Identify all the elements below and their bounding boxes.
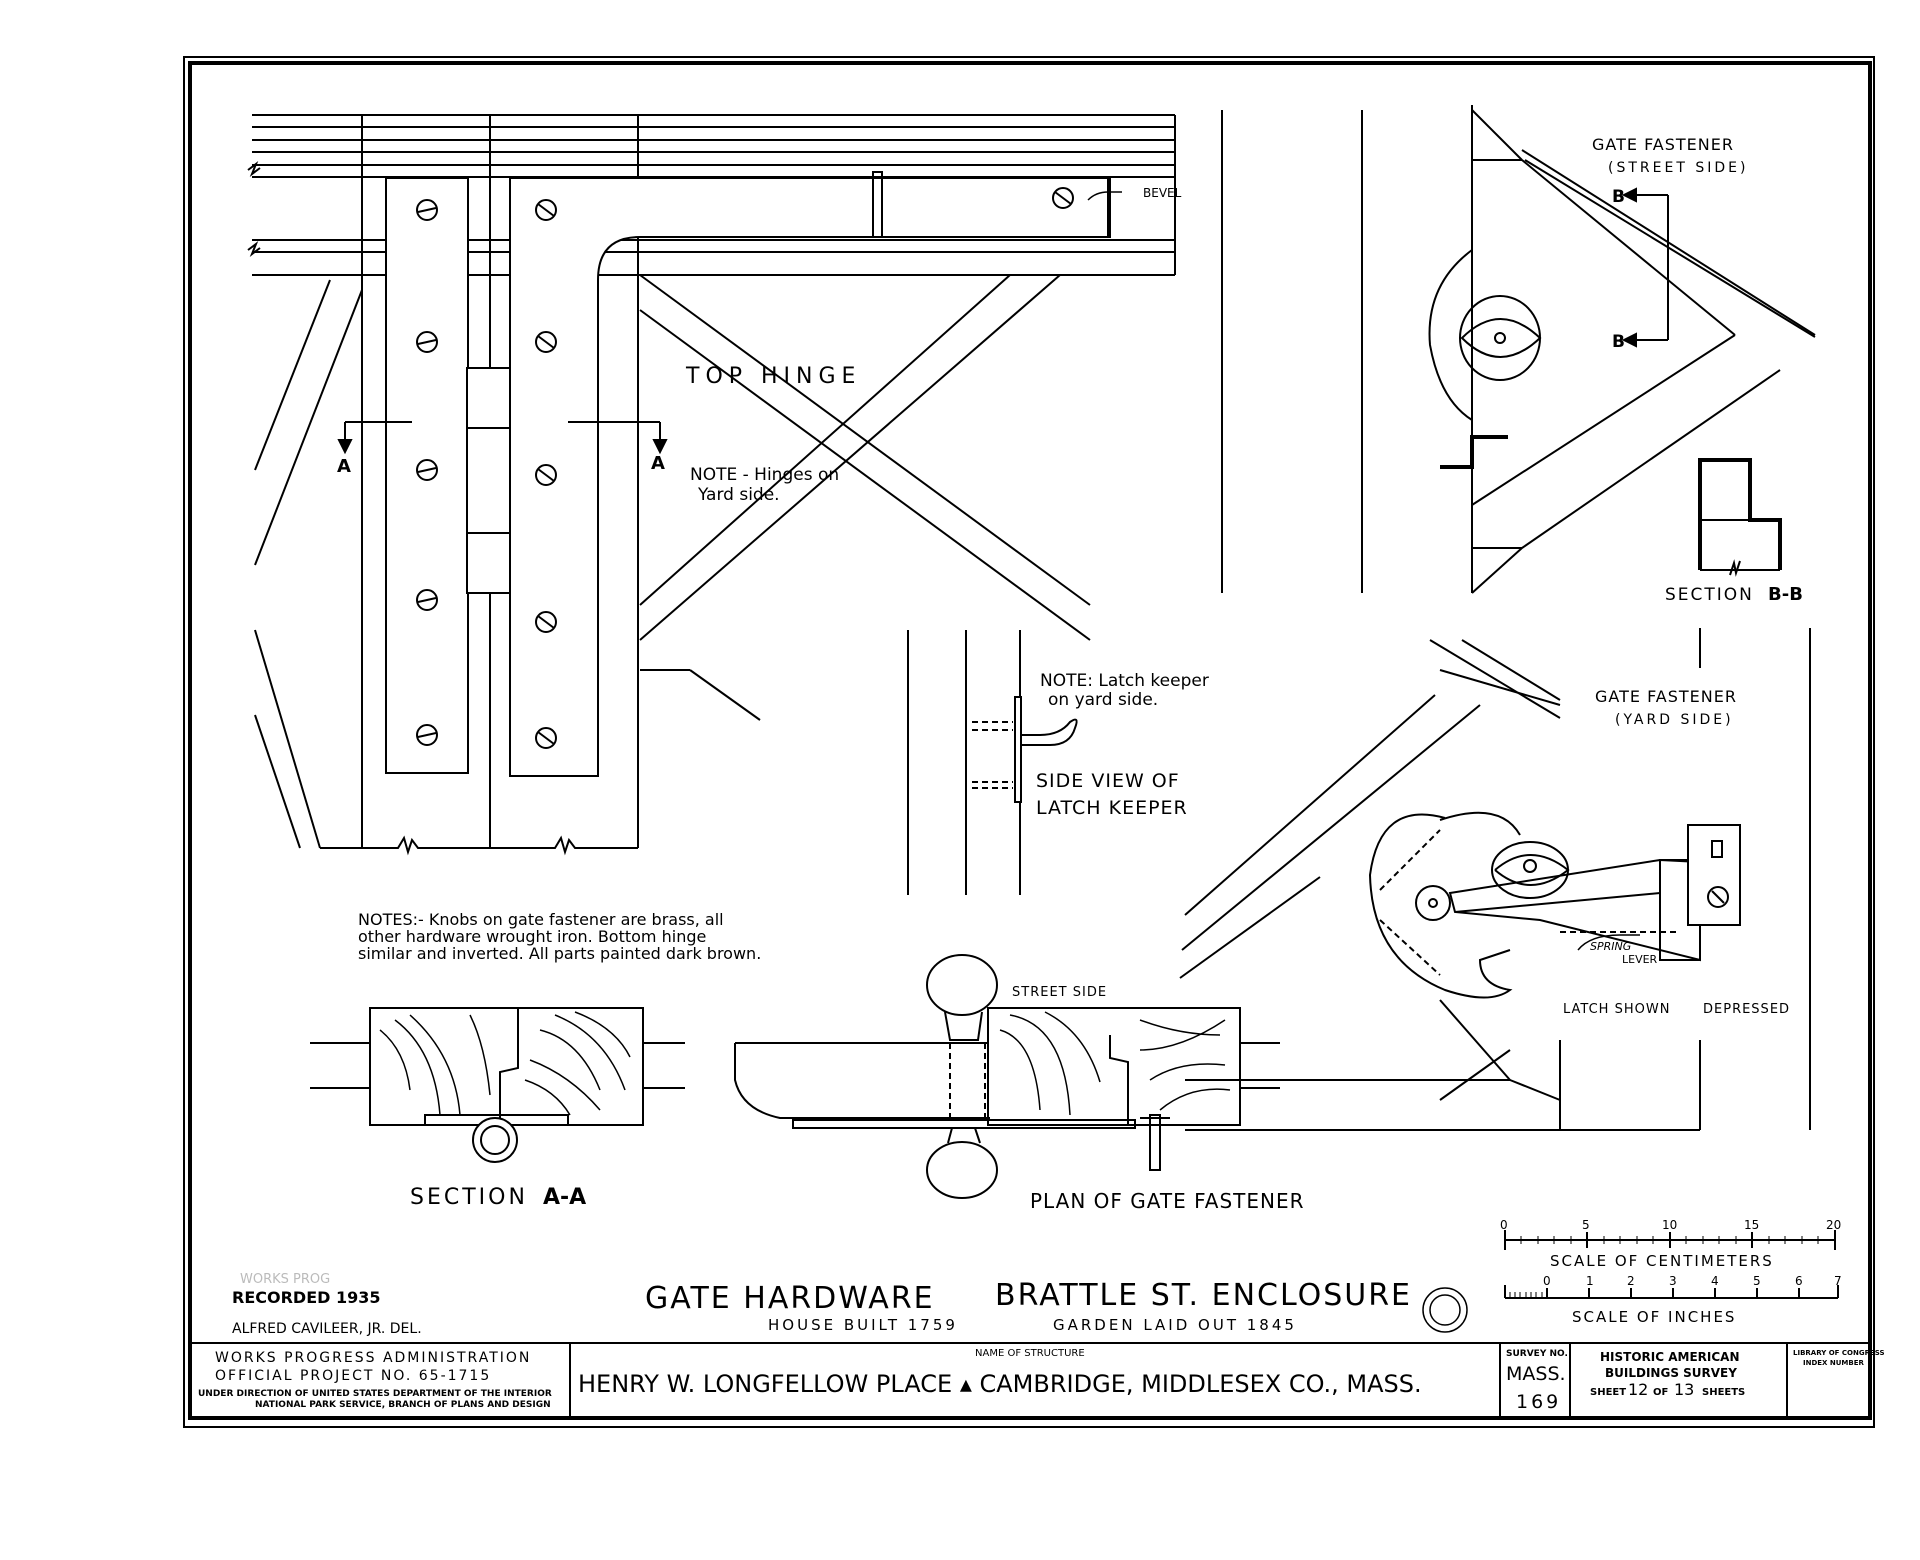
recorded-label: RECORDED 1935 [232, 1288, 381, 1307]
scale-centimeters [1504, 1230, 1836, 1250]
sheet-number: 12 [1628, 1380, 1648, 1399]
habs-line2: BUILDINGS SURVEY [1605, 1366, 1737, 1380]
section-aa-id: A-A [543, 1185, 586, 1210]
section-aa-label: SECTION [410, 1185, 528, 1210]
gate-fastener-street-drawing [1221, 105, 1816, 594]
plan-fastener-label: PLAN OF GATE FASTENER [1030, 1189, 1305, 1213]
section-bb-label: SECTION [1665, 585, 1754, 605]
side-view-label-2: LATCH KEEPER [1036, 797, 1188, 819]
wpa-line1: WORKS PROGRESS ADMINISTRATION [215, 1350, 531, 1366]
latch-shown-label: LATCH SHOWN [1563, 1002, 1670, 1017]
section-aa-drawing [310, 1007, 685, 1163]
fastener-yard-title: GATE FASTENER [1595, 687, 1737, 706]
loc-line2: INDEX NUMBER [1803, 1359, 1865, 1367]
drawing-title: GATE HARDWARE [645, 1281, 935, 1316]
latch-keeper-drawing [907, 630, 1078, 895]
delineator-label: ALFRED CAVILEER, JR. DEL. [232, 1321, 422, 1337]
in-tick-3: 3 [1669, 1274, 1677, 1288]
wpa-line2: OFFICIAL PROJECT NO. 65-1715 [215, 1368, 491, 1384]
section-bb-id: B-B [1768, 584, 1803, 605]
plan-gate-fastener-drawing [734, 954, 1280, 1199]
bevel-label: BEVEL [1143, 186, 1182, 200]
notes-line3: similar and inverted. All parts painted … [358, 944, 761, 963]
structure-name-label: NAME OF STRUCTURE [975, 1348, 1085, 1359]
section-mark-a-left: A [337, 456, 351, 477]
cm-tick-20: 20 [1826, 1218, 1841, 1232]
fastener-yard-subtitle: (YARD SIDE) [1615, 712, 1734, 728]
side-view-label-1: SIDE VIEW OF [1036, 770, 1180, 792]
hinge-leaf-left [385, 177, 512, 774]
cm-tick-5: 5 [1582, 1218, 1590, 1232]
survey-no-1: MASS. [1506, 1363, 1566, 1385]
scale-in-label: SCALE OF INCHES [1572, 1308, 1736, 1326]
sheet-total: 13 [1674, 1380, 1694, 1399]
section-mark-a-right: A [651, 453, 665, 474]
notes-line1: NOTES:- Knobs on gate fastener are brass… [358, 910, 724, 929]
top-hinge-label: TOP HINGE [685, 364, 861, 389]
cm-tick-15: 15 [1744, 1218, 1759, 1232]
section-mark-b-lower: B [1612, 332, 1625, 352]
works-stamp: WORKS PROG [240, 1272, 330, 1287]
outer-border [183, 56, 1875, 1428]
cm-tick-10: 10 [1662, 1218, 1677, 1232]
scale-inches [1504, 1285, 1839, 1299]
in-tick-7: 7 [1834, 1274, 1842, 1288]
notes-line2: other hardware wrought iron. Bottom hing… [358, 927, 706, 946]
garden-laid: GARDEN LAID OUT 1845 [1053, 1316, 1297, 1334]
survey-no-label: SURVEY NO. [1506, 1349, 1568, 1359]
title-block-frame [190, 1342, 1870, 1418]
inner-border [188, 61, 1872, 1420]
in-tick-4: 4 [1711, 1274, 1719, 1288]
in-tick-2: 2 [1627, 1274, 1635, 1288]
cm-tick-0: 0 [1500, 1218, 1508, 1232]
in-tick-1: 1 [1586, 1274, 1594, 1288]
loc-line1: LIBRARY OF CONGRESS [1793, 1349, 1885, 1357]
sheet-prefix: SHEET [1590, 1387, 1626, 1398]
latch-note-line2: on yard side. [1048, 690, 1158, 710]
hinge-screws [416, 187, 1074, 749]
hinge-note-line2: Yard side. [697, 485, 780, 505]
depressed-label: DEPRESSED [1703, 1002, 1790, 1017]
habs-line1: HISTORIC AMERICAN [1600, 1350, 1740, 1364]
fastener-street-title: GATE FASTENER [1592, 135, 1734, 154]
bevel-leader [1087, 191, 1122, 201]
street-side-label: STREET SIDE [1012, 985, 1107, 1000]
fastener-street-subtitle: (STREET SIDE) [1608, 160, 1748, 176]
wpa-line4: NATIONAL PARK SERVICE, BRANCH OF PLANS A… [255, 1400, 551, 1410]
sheet-of: OF [1653, 1387, 1668, 1398]
hinge-strap [509, 171, 1111, 777]
top-hinge-drawing [247, 114, 1176, 856]
house-built: HOUSE BUILT 1759 [768, 1316, 958, 1334]
structure-name: HENRY W. LONGFELLOW PLACE ▴ CAMBRIDGE, M… [578, 1370, 1422, 1398]
section-a-marks [337, 421, 668, 455]
spring-label: SPRING [1590, 940, 1631, 953]
sheet-suffix: SHEETS [1702, 1387, 1745, 1398]
habs-seal [1422, 1287, 1468, 1333]
section-mark-b-upper: B [1612, 187, 1625, 207]
scale-cm-label: SCALE OF CENTIMETERS [1550, 1252, 1774, 1270]
hinge-note-line1: NOTE - Hinges on [690, 465, 839, 485]
drawing-labels: TOP HINGE BEVEL NOTE - Hinges on Yard si… [198, 135, 1885, 1413]
wpa-line3: UNDER DIRECTION OF UNITED STATES DEPARTM… [198, 1389, 552, 1399]
latch-note-line1: NOTE: Latch keeper [1040, 671, 1209, 691]
in-tick-5: 5 [1753, 1274, 1761, 1288]
gate-fastener-yard-drawing [1179, 628, 1811, 1131]
survey-no-2: 169 [1516, 1391, 1561, 1413]
drawing-title-b: BRATTLE ST. ENCLOSURE [995, 1278, 1412, 1313]
lever-label: LEVER [1622, 953, 1658, 966]
in-tick-6: 6 [1795, 1274, 1803, 1288]
in-tick-0: 0 [1543, 1274, 1551, 1288]
